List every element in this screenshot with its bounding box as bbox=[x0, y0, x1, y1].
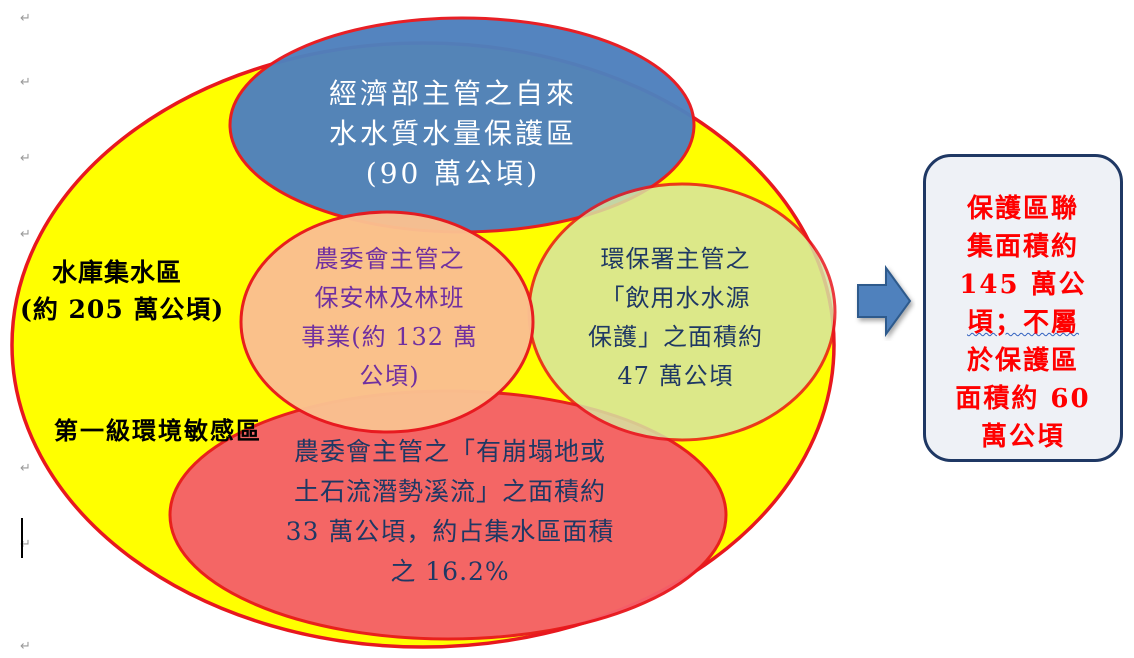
text-line: 萬公頃 bbox=[980, 422, 1065, 452]
text-line: 之 16.2% bbox=[390, 557, 510, 586]
paragraph-mark: ↵ bbox=[20, 75, 31, 90]
text-line: 47 萬公頃 bbox=[617, 362, 734, 390]
text-line: 保護區聯 bbox=[966, 194, 1079, 224]
text-line: 經濟部主管之自來 bbox=[328, 77, 577, 110]
coa-forest-ellipse bbox=[239, 210, 535, 434]
paragraph-mark: ↵ bbox=[20, 639, 31, 654]
reservoir-catchment-label: 水庫集水區 (約 205 萬公頃) bbox=[20, 254, 260, 328]
text-cursor bbox=[21, 518, 23, 558]
text-line: 土石流潛勢溪流」之面積約 bbox=[293, 477, 606, 506]
text-line: 事業(約 132 萬 bbox=[301, 323, 478, 351]
economic-ministry-zone-label: 經濟部主管之自來 水水質水量保護區 (90 萬公頃) bbox=[268, 74, 638, 194]
text-line: 農委會主管之 bbox=[314, 245, 465, 273]
text-line: 於保護區 bbox=[966, 346, 1079, 376]
paragraph-mark: ↵ bbox=[20, 227, 31, 242]
result-box bbox=[923, 154, 1123, 462]
paragraph-mark: ↵ bbox=[20, 537, 31, 552]
text-line: 「飲用水水源 bbox=[600, 284, 751, 312]
paragraph-mark: ↵ bbox=[20, 461, 31, 476]
landslide-stream-label: 農委會主管之「有崩塌地或 土石流潛勢溪流」之面積約 33 萬公頃，約占集水區面積… bbox=[240, 432, 660, 592]
text-line: 公頃) bbox=[359, 362, 420, 390]
text-line: (約 205 萬公頃) bbox=[20, 295, 225, 324]
text-line: 農委會主管之「有崩塌地或 bbox=[293, 437, 606, 466]
text-line: 33 萬公頃，約占集水區面積 bbox=[285, 517, 615, 546]
text-line: 集面積約 bbox=[966, 232, 1079, 262]
text-line: 面積約 60 bbox=[955, 384, 1091, 414]
sensitive-zone-label: 第一級環境敏感區 bbox=[54, 416, 262, 445]
arrow-right-icon bbox=[857, 264, 912, 338]
text-line: 保安林及林班 bbox=[314, 284, 465, 312]
text-line: 環保署主管之 bbox=[600, 245, 751, 273]
paragraph-mark: ↵ bbox=[20, 11, 31, 26]
text-line: 水庫集水區 bbox=[52, 258, 183, 287]
text-line: 頃；不屬 bbox=[966, 308, 1079, 338]
text-line: 145 萬公 bbox=[959, 270, 1087, 300]
text-line: (90 萬公頃) bbox=[365, 157, 541, 190]
text-line: 水水質水量保護區 bbox=[328, 117, 577, 150]
result-box-text: 保護區聯 集面積約 145 萬公 頃；不屬 於保護區 面積約 60 萬公頃 bbox=[923, 190, 1123, 456]
coa-forest-label: 農委會主管之 保安林及林班 事業(約 132 萬 公頃) bbox=[262, 240, 517, 396]
paragraph-mark: ↵ bbox=[20, 151, 31, 166]
text-line: 保護」之面積約 bbox=[588, 323, 763, 351]
epa-water-source-label: 環保署主管之 「飲用水水源 保護」之面積約 47 萬公頃 bbox=[548, 240, 803, 396]
